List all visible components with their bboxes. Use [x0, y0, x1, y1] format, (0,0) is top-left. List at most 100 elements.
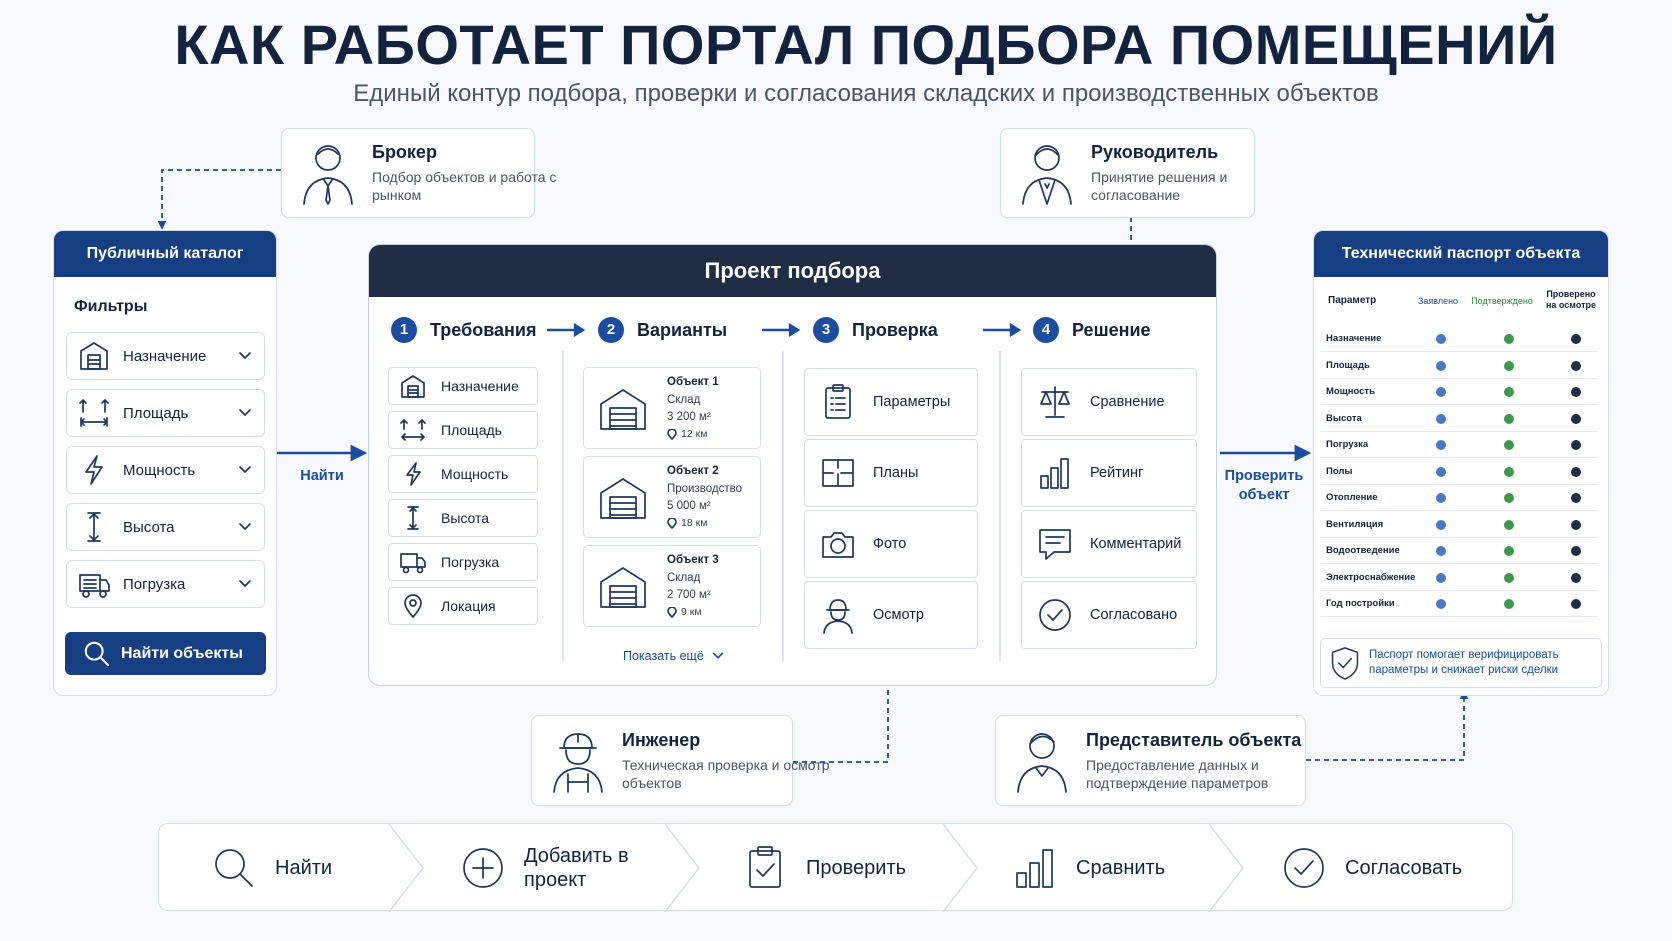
check-photo[interactable]: Фото [804, 510, 978, 578]
distance-value: 9 км [681, 606, 702, 618]
filter-power[interactable]: Мощность [66, 446, 265, 494]
floor-plan-icon [822, 459, 854, 487]
search-icon [84, 641, 110, 666]
object-title: Объект 1 [667, 376, 719, 388]
page-title: КАК РАБОТАЕТ ПОРТАЛ ПОДБОРА ПОМЕЩЕНИЙ [174, 13, 1558, 76]
check-inspection[interactable]: Осмотр [804, 581, 978, 649]
status-dot-confirmed [1504, 546, 1514, 556]
page-subtitle: Единый контур подбора, проверки и соглас… [353, 80, 1379, 107]
status-dot-declared [1436, 413, 1446, 424]
bar-chart-icon [1016, 849, 1053, 888]
object-area: 5 000 м² [667, 500, 711, 512]
comment-icon [1039, 529, 1071, 560]
object-title: Объект 2 [667, 465, 719, 477]
step-label: Требования [430, 319, 537, 340]
passport-param-name: Вентиляция [1326, 518, 1384, 530]
process-label: Согласовать [1345, 857, 1463, 879]
decision-compare[interactable]: Сравнение [1021, 368, 1197, 436]
engineer-helmet-icon [823, 599, 853, 634]
object-card[interactable]: Объект 1 Склад 3 200 м² 12 км [583, 367, 761, 449]
filter-area[interactable]: Площадь [66, 389, 265, 437]
step-number: 1 [391, 317, 417, 343]
decision-approved[interactable]: Согласовано [1021, 581, 1197, 649]
passport-param-name: Высота [1326, 412, 1362, 424]
object-distance: 12 км [667, 428, 707, 440]
process-step-approve[interactable]: Согласовать [1281, 824, 1462, 912]
decision-label: Согласовано [1090, 607, 1178, 623]
status-dot-declared [1436, 493, 1446, 503]
requirement-item[interactable]: Назначение [388, 367, 538, 405]
requirement-label: Высота [441, 510, 490, 526]
role-card-manager: Руководитель Принятие решения и согласов… [1000, 128, 1255, 218]
filter-height[interactable]: Высота [66, 503, 265, 551]
bar-chart-icon [1040, 458, 1069, 489]
requirement-item[interactable]: Локация [388, 587, 538, 625]
decision-rating[interactable]: Рейтинг [1021, 439, 1197, 507]
decision-label: Рейтинг [1090, 465, 1144, 481]
check-circle-icon [1039, 599, 1071, 631]
passport-title: Технический паспорт объекта [1314, 231, 1608, 277]
requirement-label: Мощность [441, 466, 509, 482]
filter-label: Мощность [123, 461, 196, 479]
object-card[interactable]: Объект 3 Склад 2 700 м² 9 км [583, 545, 761, 627]
process-step-find[interactable]: Найти [211, 824, 332, 912]
col-declared: Заявлено [1417, 296, 1459, 306]
requirement-item[interactable]: Погрузка [388, 543, 538, 581]
location-pin-icon [667, 428, 677, 440]
passport-param-name: Площадь [1326, 359, 1370, 371]
chevron-down-icon [239, 523, 251, 530]
object-area: 2 700 м² [667, 589, 711, 601]
object-title: Объект 3 [667, 554, 719, 566]
warehouse-icon [600, 567, 646, 608]
step-label: Проверка [852, 319, 938, 340]
filter-purpose[interactable]: Назначение [66, 332, 265, 380]
chevron-down-icon [239, 409, 251, 416]
person-icon [303, 145, 353, 205]
building-icon [401, 375, 425, 398]
passport-row: Погрузка [1320, 432, 1598, 458]
status-dot-confirmed [1504, 466, 1514, 477]
person-icon [1017, 732, 1067, 793]
step-arrows [547, 322, 1022, 338]
object-distance: 9 км [667, 606, 702, 618]
loading-truck-icon [79, 574, 110, 598]
process-step-add[interactable]: Добавить в проект [460, 824, 634, 912]
passport-header-row: Параметр Заявлено Подтверждено Проверено… [1314, 277, 1608, 323]
process-label: Сравнить [1076, 857, 1166, 879]
column-divider [999, 351, 1001, 661]
decision-comment[interactable]: Комментарий [1021, 510, 1197, 578]
process-bar: Найти Добавить в проект Проверить Сравни… [158, 823, 1513, 912]
role-desc: Предоставление данных и подтверждение па… [1086, 756, 1269, 791]
loading-truck-icon [400, 553, 426, 574]
distance-value: 18 км [681, 517, 708, 529]
passport-param-name: Водоотведение [1326, 545, 1400, 556]
object-area: 3 200 м² [667, 411, 711, 423]
status-dot-confirmed [1504, 413, 1514, 424]
requirement-label: Назначение [441, 378, 519, 394]
process-step-check[interactable]: Проверить [742, 824, 906, 912]
height-arrow-icon [407, 506, 419, 530]
passport-param-name: Погрузка [1326, 439, 1369, 450]
process-step-compare[interactable]: Сравнить [1012, 824, 1165, 912]
check-plans[interactable]: Планы [804, 439, 978, 507]
find-objects-button[interactable]: Найти объекты [65, 632, 266, 675]
filter-loading[interactable]: Погрузка [66, 560, 265, 608]
passport-row: Электроснабжение [1320, 565, 1598, 591]
location-pin-icon [667, 517, 677, 529]
column-divider [562, 351, 564, 661]
show-more-link[interactable]: Показать ещё [623, 649, 724, 663]
technical-passport-panel: Технический паспорт объекта Параметр Зая… [1313, 230, 1609, 696]
col-confirmed: Подтверждено [1471, 296, 1533, 306]
requirement-item[interactable]: Мощность [388, 455, 538, 493]
requirement-item[interactable]: Площадь [388, 411, 538, 449]
role-title: Брокер [372, 142, 437, 162]
project-panel: Проект подбора 1 Требования 2 Варианты 3… [368, 244, 1217, 686]
chevron-down-icon [712, 652, 723, 659]
object-card[interactable]: Объект 2 Производство 5 000 м² 18 км [583, 456, 761, 538]
check-circle-icon [1284, 848, 1324, 888]
check-label: Параметры [873, 394, 951, 410]
requirement-item[interactable]: Высота [388, 499, 538, 537]
check-parameters[interactable]: Параметры [804, 368, 978, 436]
status-dot-confirmed [1504, 572, 1514, 583]
camera-icon [822, 532, 854, 558]
